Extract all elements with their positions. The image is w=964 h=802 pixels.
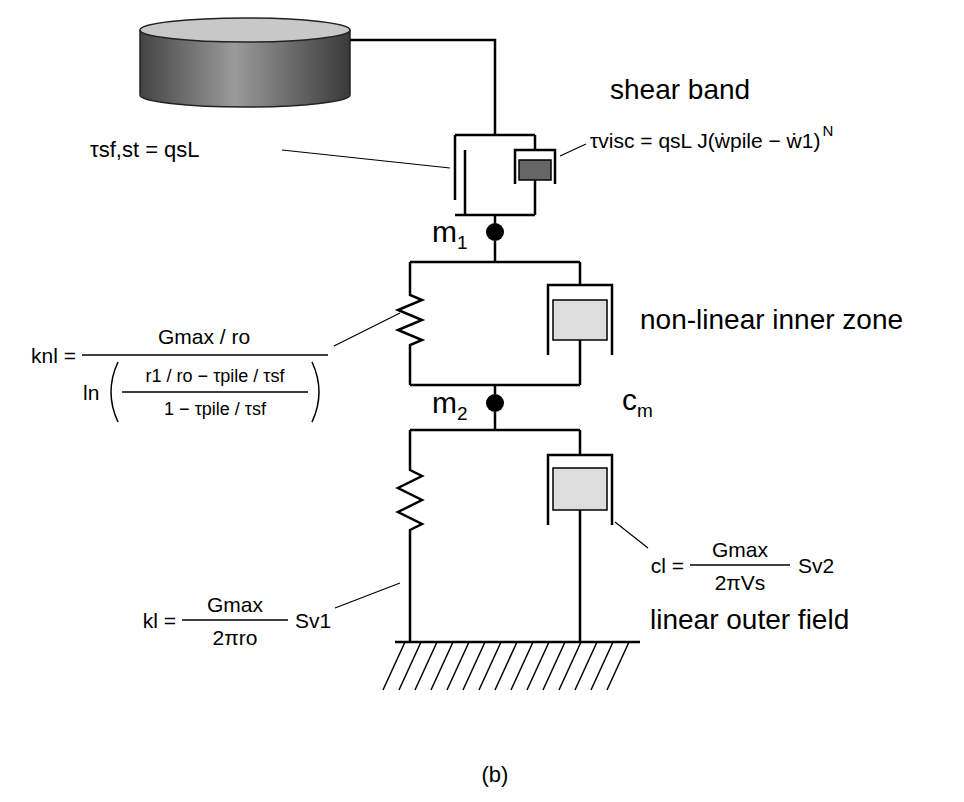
mass-label: m <box>432 388 457 418</box>
fraction-bar <box>82 355 790 620</box>
formula-label: Sv2 <box>798 555 834 576</box>
zone-label: shear band <box>610 76 750 104</box>
pile-cap-top <box>140 18 350 42</box>
ground-hatch <box>383 642 629 690</box>
inner-piston <box>553 300 607 340</box>
fraction-term: r1 / ro − τpile / τsf <box>146 367 285 385</box>
fraction-term: Gmax <box>207 594 263 615</box>
outer-spring <box>398 430 422 642</box>
subscript: m <box>637 401 653 420</box>
inner-spring <box>398 262 422 385</box>
pile-link <box>350 40 495 135</box>
subscript: 2 <box>457 404 468 423</box>
fraction-term: Gmax / ro <box>158 326 250 347</box>
mass-label: m <box>432 217 457 247</box>
figure-caption: (b) <box>482 764 509 786</box>
outer-dashpot <box>548 430 612 642</box>
hatch-stroke <box>607 642 629 690</box>
subscript: 1 <box>457 233 468 252</box>
fraction-term: 2πVs <box>715 572 766 593</box>
mass-node <box>486 394 504 412</box>
fraction-term: Gmax <box>712 539 768 560</box>
exponent: N <box>822 123 833 138</box>
formula-label: τsf,st = qsL <box>90 139 200 161</box>
formula-label: kl = <box>143 610 176 631</box>
zone-label: linear outer field <box>650 606 849 634</box>
outer-piston <box>553 468 607 510</box>
fraction-term: 2πro <box>213 627 258 648</box>
ground-line <box>395 641 640 644</box>
leader-line <box>282 144 648 608</box>
formula-label: ln <box>83 382 99 403</box>
bracket <box>111 362 319 422</box>
zone-label: non-linear inner zone <box>640 306 903 334</box>
dashpot-label: c <box>622 385 637 415</box>
formula-label: cl = <box>651 555 684 576</box>
formula-label: Sv1 <box>295 610 331 631</box>
fraction-term: 1 − τpile / τsf <box>164 400 266 418</box>
mass-node <box>486 223 504 241</box>
formula-label: knl = <box>31 345 76 366</box>
formula-label: τvisc = qsL J(ẇpile − ẇ1) <box>590 130 820 151</box>
shear-piston <box>519 160 551 180</box>
inner-dashpot <box>548 262 612 385</box>
shear-dashpot <box>515 135 555 215</box>
